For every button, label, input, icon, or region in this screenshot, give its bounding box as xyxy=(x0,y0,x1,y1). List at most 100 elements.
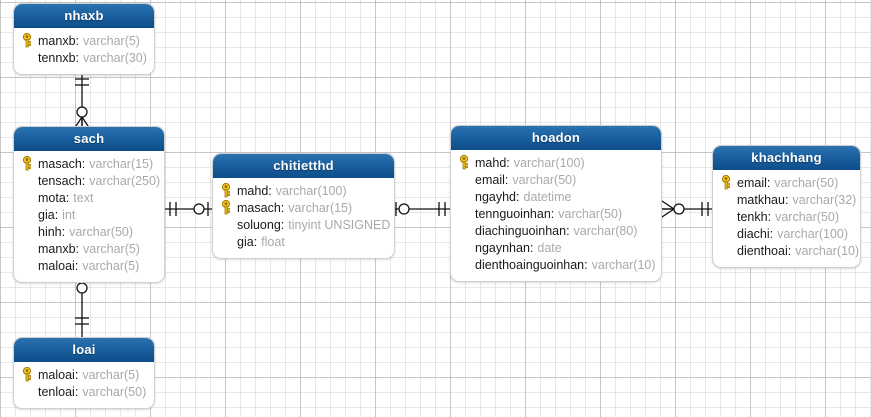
column-type: float xyxy=(261,234,285,249)
no-key-spacer xyxy=(18,49,38,66)
column-type: varchar(50) xyxy=(774,175,839,190)
column-name: dienthoai xyxy=(737,243,788,258)
column-name: soluong xyxy=(237,217,281,232)
column-row[interactable]: ngayhd:datetime xyxy=(455,188,655,205)
column-row[interactable]: mota:text xyxy=(18,189,158,206)
column-row[interactable]: diachinguoinhan:varchar(80) xyxy=(455,222,655,239)
column-type: varchar(100) xyxy=(275,183,347,198)
relationship-chitietthd-hoadon[interactable] xyxy=(391,189,455,229)
column-row[interactable]: diachi:varchar(100) xyxy=(717,225,854,242)
column-row[interactable]: tenloai:varchar(50) xyxy=(18,383,148,400)
column-separator: : xyxy=(75,241,80,256)
table-hoadon[interactable]: hoadon mahd:varchar(100) email:varchar(5… xyxy=(450,125,662,282)
column-row[interactable]: mahd:varchar(100) xyxy=(455,154,655,171)
column-row[interactable]: dienthoainguoinhan:varchar(10) xyxy=(455,256,656,273)
table-nhaxb[interactable]: nhaxb manxb:varchar(5) tennxb:varchar(30… xyxy=(13,3,155,75)
column-row[interactable]: manxb:varchar(5) xyxy=(18,240,158,257)
column-type: varchar(5) xyxy=(83,241,140,256)
column-separator: : xyxy=(550,206,555,221)
column-row[interactable]: email:varchar(50) xyxy=(717,174,854,191)
column-type: varchar(10) xyxy=(591,257,656,272)
no-key-spacer xyxy=(18,383,38,400)
column-type: varchar(50) xyxy=(558,206,623,221)
column-row[interactable]: maloai:varchar(5) xyxy=(18,257,158,274)
table-title-chitietthd: chitietthd xyxy=(213,154,394,178)
column-name: matkhau xyxy=(737,192,785,207)
column-type: varchar(50) xyxy=(512,172,577,187)
column-separator: : xyxy=(81,173,86,188)
column-row[interactable]: gia:float xyxy=(217,233,388,250)
no-key-spacer xyxy=(455,222,475,239)
column-separator: : xyxy=(767,209,772,224)
column-separator: : xyxy=(566,223,570,238)
column-row[interactable]: ngaynhan:date xyxy=(455,239,655,256)
column-row[interactable]: masach:varchar(15) xyxy=(217,199,388,216)
column-name: gia xyxy=(237,234,254,249)
no-key-spacer xyxy=(455,256,475,273)
column-row[interactable]: soluong:tinyint UNSIGNED xyxy=(217,216,390,233)
column-separator: : xyxy=(769,226,774,241)
column-separator: : xyxy=(280,217,285,232)
column-type: varchar(5) xyxy=(83,33,140,48)
column-type: varchar(10) xyxy=(795,243,860,258)
table-chitietthd[interactable]: chitietthd mahd:varchar(100) masach:varc… xyxy=(212,153,395,259)
column-row[interactable]: email:varchar(50) xyxy=(455,171,655,188)
no-key-spacer xyxy=(455,188,475,205)
column-row[interactable]: manxb:varchar(5) xyxy=(18,32,148,49)
column-name: diachinguoinhan xyxy=(475,223,567,238)
table-loai[interactable]: loai maloai:varchar(5) tenloai:varchar(5… xyxy=(13,337,155,409)
table-columns-sach: masach:varchar(15) tensach:varchar(250) … xyxy=(14,151,164,282)
primary-key-icon xyxy=(217,199,237,216)
column-type: date xyxy=(537,240,562,255)
no-key-spacer xyxy=(18,240,38,257)
table-title-sach: sach xyxy=(14,127,164,151)
column-row[interactable]: matkhau:varchar(32) xyxy=(717,191,856,208)
column-row[interactable]: gia:int xyxy=(18,206,158,223)
column-separator: : xyxy=(61,224,66,239)
column-row[interactable]: tenkh:varchar(50) xyxy=(717,208,854,225)
column-row[interactable]: maloai:varchar(5) xyxy=(18,366,148,383)
column-type: varchar(50) xyxy=(82,384,147,399)
no-key-spacer xyxy=(455,239,475,256)
column-row[interactable]: tennguoinhan:varchar(50) xyxy=(455,205,655,222)
column-name: hinh xyxy=(38,224,62,239)
table-columns-hoadon: mahd:varchar(100) email:varchar(50) ngay… xyxy=(451,150,661,281)
column-separator: : xyxy=(81,156,86,171)
column-type: varchar(5) xyxy=(82,258,140,273)
column-name: manxb xyxy=(38,241,76,256)
column-separator: : xyxy=(268,183,272,198)
column-name: mahd xyxy=(475,155,507,170)
relationship-sach-chitietthd[interactable] xyxy=(161,189,217,229)
column-separator: : xyxy=(787,243,792,258)
column-name: maloai xyxy=(38,258,75,273)
column-name: masach xyxy=(237,200,281,215)
primary-key-icon xyxy=(217,182,237,199)
column-row[interactable]: dienthoai:varchar(10) xyxy=(717,242,859,259)
column-type: varchar(15) xyxy=(288,200,353,215)
table-title-hoadon: hoadon xyxy=(451,126,661,150)
column-row[interactable]: tennxb:varchar(30) xyxy=(18,49,148,66)
table-title-nhaxb: nhaxb xyxy=(14,4,154,28)
no-key-spacer xyxy=(455,205,475,222)
column-name: mota xyxy=(38,190,66,205)
table-sach[interactable]: sach masach:varchar(15) tensach:varchar(… xyxy=(13,126,165,283)
column-type: varchar(15) xyxy=(89,156,154,171)
column-row[interactable]: mahd:varchar(100) xyxy=(217,182,388,199)
column-separator: : xyxy=(65,190,70,205)
column-separator: : xyxy=(74,384,79,399)
column-row[interactable]: hinh:varchar(50) xyxy=(18,223,158,240)
relationship-hoadon-khachhang[interactable] xyxy=(658,189,718,229)
primary-key-icon xyxy=(18,155,38,172)
no-key-spacer xyxy=(455,171,475,188)
primary-key-icon xyxy=(455,154,475,171)
column-separator: : xyxy=(75,33,80,48)
no-key-spacer xyxy=(18,172,38,189)
table-khachhang[interactable]: khachhang email:varchar(50) matkhau:varc… xyxy=(712,145,861,268)
column-name: tenloai xyxy=(38,384,75,399)
no-key-spacer xyxy=(717,208,737,225)
relationship-nhaxb-sach[interactable] xyxy=(62,62,104,132)
column-separator: : xyxy=(529,240,534,255)
column-row[interactable]: tensach:varchar(250) xyxy=(18,172,160,189)
column-row[interactable]: masach:varchar(15) xyxy=(18,155,158,172)
